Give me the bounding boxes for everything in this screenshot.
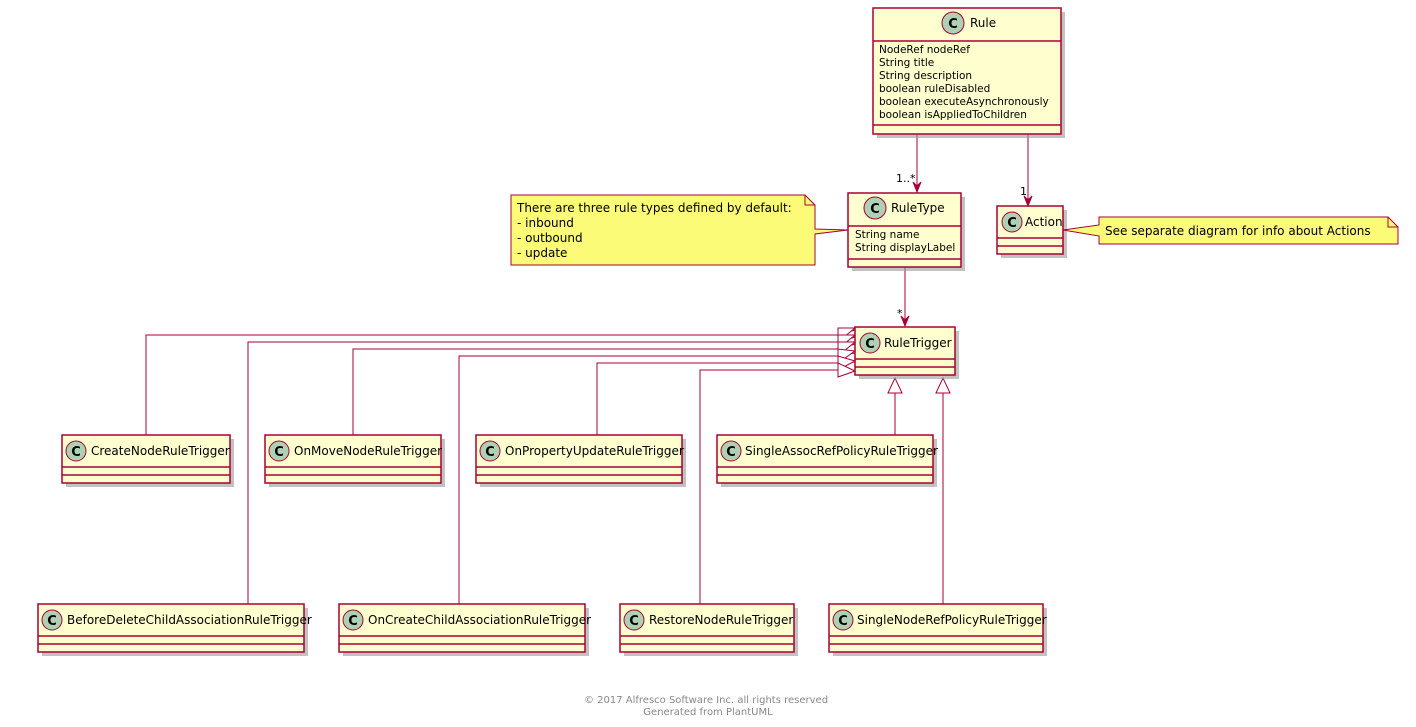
class-name: BeforeDeleteChildAssociationRuleTrigger <box>67 613 312 627</box>
arrow-rule-action <box>1023 195 1033 208</box>
edge-inherit-oncreatechild <box>458 355 838 604</box>
class-attribute: boolean executeAsynchronously <box>879 96 1049 108</box>
class-c-glyph: C <box>274 445 284 460</box>
class-c-glyph: C <box>629 614 639 629</box>
edge-inherit-createnode <box>145 334 838 435</box>
class-name: RuleType <box>891 201 945 215</box>
class-c-icon <box>720 440 742 462</box>
class-c-glyph: C <box>71 445 81 460</box>
class-name: RuleTrigger <box>884 336 952 350</box>
class-c-glyph: C <box>726 445 736 460</box>
multiplicity-rule-ruletype: 1..* <box>896 172 916 185</box>
class-c-glyph: C <box>865 337 875 352</box>
note-text-line: - inbound <box>517 216 574 230</box>
note-text-line: There are three rule types defined by de… <box>516 201 792 215</box>
class-c-icon <box>859 332 881 354</box>
note-text-line: - outbound <box>517 231 583 245</box>
class-attribute: boolean isAppliedToChildren <box>879 109 1027 121</box>
class-c-glyph: C <box>348 614 358 629</box>
class-c-glyph: C <box>838 614 848 629</box>
class-c-icon <box>941 11 965 35</box>
class-c-glyph: C <box>1007 216 1017 231</box>
class-name: RestoreNodeRuleTrigger <box>649 613 793 627</box>
class-attribute: NodeRef nodeRef <box>879 44 970 56</box>
class-c-glyph: C <box>948 17 958 32</box>
class-attribute: String description <box>879 70 972 82</box>
class-c-glyph: C <box>870 202 880 217</box>
class-c-glyph: C <box>485 445 495 460</box>
class-c-icon <box>832 609 854 631</box>
class-oncreatechild: C OnCreateChildAssociationRuleTrigger <box>338 603 591 656</box>
triangle-inherit-singlenoderef <box>935 376 951 394</box>
class-ruletrigger: C RuleTrigger <box>854 326 959 379</box>
class-attribute: String displayLabel <box>855 242 955 254</box>
class-createnode: C CreateNodeRuleTrigger <box>61 434 234 487</box>
class-rule: C Rule NodeRef nodeRef String title Stri… <box>872 7 1065 138</box>
class-onmovenode: C OnMoveNodeRuleTrigger <box>264 434 445 487</box>
note-ruletypes: There are three rule types defined by de… <box>510 194 849 266</box>
note-text-line: - update <box>517 246 567 260</box>
multiplicity-rule-action: 1 <box>1020 185 1027 198</box>
triangle-inherit-singleassoc <box>887 376 903 394</box>
class-name: Action <box>1025 215 1063 229</box>
class-name: CreateNodeRuleTrigger <box>91 444 230 458</box>
multiplicity-ruletype-ruletrigger: * <box>897 307 903 320</box>
note-text-line: See separate diagram for info about Acti… <box>1105 224 1371 238</box>
arrow-ruletype-ruletrigger <box>900 315 910 328</box>
edges <box>145 134 1033 604</box>
class-c-icon <box>65 440 87 462</box>
class-name: Rule <box>970 16 996 30</box>
class-name: OnPropertyUpdateRuleTrigger <box>505 444 684 458</box>
class-attribute: String name <box>855 229 919 241</box>
class-c-icon <box>342 609 364 631</box>
note-actions: See separate diagram for info about Acti… <box>1062 216 1399 245</box>
edge-inherit-onmovenode <box>352 348 838 435</box>
class-c-icon <box>1001 211 1023 233</box>
class-attribute: boolean ruleDisabled <box>879 83 990 95</box>
class-attribute: String title <box>879 57 934 69</box>
class-c-icon <box>268 440 290 462</box>
class-name: OnCreateChildAssociationRuleTrigger <box>368 613 591 627</box>
class-c-icon <box>863 196 887 220</box>
class-name: SingleNodeRefPolicyRuleTrigger <box>857 613 1047 627</box>
class-c-icon <box>623 609 645 631</box>
class-singlenoderef: C SingleNodeRefPolicyRuleTrigger <box>828 603 1047 656</box>
class-name: OnMoveNodeRuleTrigger <box>294 444 442 458</box>
class-action: C Action <box>996 205 1067 258</box>
class-beforedelete: C BeforeDeleteChildAssociationRuleTrigge… <box>37 603 312 656</box>
class-ruletype: C RuleType String name String displayLab… <box>847 192 965 271</box>
triangle-inherit-restorenode <box>837 362 857 378</box>
class-restorenode: C RestoreNodeRuleTrigger <box>619 603 798 656</box>
class-onpropertyupdate: C OnPropertyUpdateRuleTrigger <box>475 434 686 487</box>
class-c-icon <box>41 609 63 631</box>
edge-inherit-onpropertyupdate <box>596 362 838 435</box>
class-name: SingleAssocRefPolicyRuleTrigger <box>745 444 938 458</box>
edge-inherit-restorenode <box>699 369 838 604</box>
footer-copyright: © 2017 Alfresco Software Inc. all rights… <box>584 695 828 706</box>
arrow-rule-ruletype <box>912 181 922 194</box>
class-c-glyph: C <box>47 614 57 629</box>
edge-inherit-beforedelete <box>247 341 838 604</box>
footer-generated: Generated from PlantUML <box>643 707 773 718</box>
class-c-icon <box>479 440 501 462</box>
class-singleassoc: C SingleAssocRefPolicyRuleTrigger <box>716 434 938 487</box>
